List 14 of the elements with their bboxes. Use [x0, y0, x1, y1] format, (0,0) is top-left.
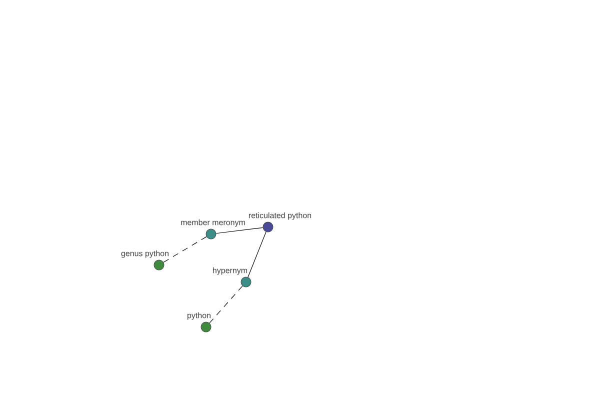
- connector-line: [209, 286, 243, 324]
- connector-line: [248, 232, 266, 278]
- node-label: member meronym: [181, 219, 245, 227]
- node-circle: [213, 267, 252, 288]
- node-circle: [181, 219, 245, 240]
- connector-line: [163, 236, 207, 263]
- node-circle: [248, 212, 312, 232]
- node-circle: [121, 250, 168, 270]
- node-label: python: [188, 312, 210, 320]
- connector-line: [216, 227, 264, 234]
- node-label: reticulated python: [248, 212, 312, 220]
- node-label: hypernym: [213, 267, 248, 275]
- node-label: genus python: [121, 250, 168, 258]
- node-circle: [188, 312, 212, 332]
